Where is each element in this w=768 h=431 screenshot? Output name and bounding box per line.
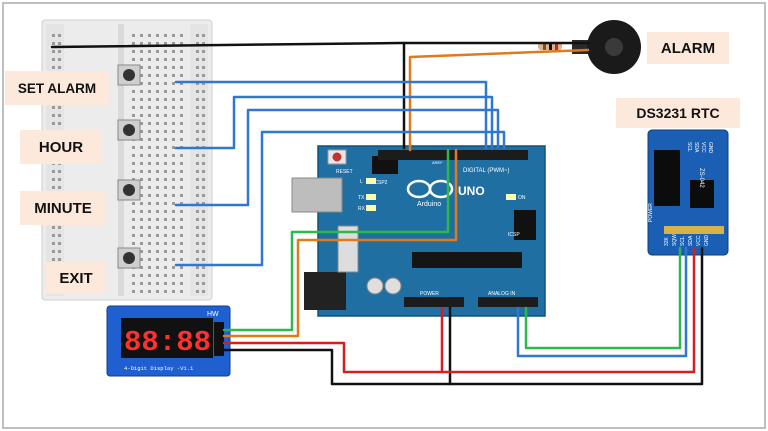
rtc-bottom-pin-label: VCC — [696, 235, 702, 246]
arduino-brand-label: Arduino — [417, 201, 441, 208]
capacitor-2 — [384, 277, 402, 295]
ds3231-rtc-module — [647, 129, 729, 256]
label-rtc: DS3231 RTC — [616, 98, 740, 128]
aref-label: AREF — [432, 160, 443, 165]
rtc-bottom-pin-label: SQW — [672, 234, 678, 246]
power-jack — [304, 272, 346, 310]
label-hour: HOUR — [20, 130, 102, 164]
wire-blue-hour — [174, 95, 494, 150]
led-l-label: L — [360, 179, 363, 185]
icsp-label: ICSP — [508, 232, 520, 238]
rtc-chip-label: ZS-042 — [698, 168, 704, 188]
wire-black-rtc-gnd — [448, 246, 704, 386]
capacitor-1 — [366, 277, 384, 295]
tm1637-display-module — [106, 305, 231, 377]
wire-blue-set-alarm — [174, 80, 488, 150]
analog-label: ANALOG IN — [488, 291, 516, 297]
label-minute: MINUTE — [20, 191, 106, 225]
usb-port — [291, 177, 343, 213]
buzzer — [572, 20, 641, 74]
label-set-alarm: SET ALARM — [5, 71, 109, 105]
power-label: POWER — [420, 291, 439, 297]
push-button-cap-2 — [123, 124, 135, 136]
wire-black-gnd-display — [222, 306, 452, 386]
reset-label: RESET — [336, 169, 353, 175]
label-exit: EXIT — [46, 262, 106, 294]
power-header — [404, 297, 464, 307]
led-rx-label: RX — [358, 206, 366, 212]
icsp2-label: ICSP2 — [373, 180, 388, 186]
arduino-logo-icon — [406, 179, 454, 199]
icsp-header — [514, 210, 536, 240]
digital-label: DIGITAL (PWM~) — [463, 168, 510, 174]
rtc-bottom-pin-label: 32K — [664, 236, 670, 246]
atmega-chip — [412, 252, 522, 268]
wire-orange-buzzer — [408, 48, 590, 152]
wire-orange-dio — [222, 148, 458, 338]
rtc-power-label: POWER — [648, 203, 654, 222]
icsp2-header — [372, 156, 398, 174]
digital-header — [378, 150, 528, 160]
push-buttons — [117, 64, 141, 269]
wire-blue-exit — [174, 130, 506, 267]
rtc-top-pin-label: SDA — [693, 142, 699, 153]
wire-black-buzzer — [50, 41, 590, 49]
analog-header — [478, 297, 538, 307]
led-tx-label: TX — [358, 195, 365, 201]
uno-label: UNO — [458, 184, 485, 198]
rtc-bottom-pin-label: SDA — [688, 235, 694, 246]
wire-red-rtc-vcc — [440, 246, 696, 374]
wire-green-clk — [222, 148, 450, 332]
rtc-top-pin-label: GND — [707, 142, 713, 154]
rtc-top-pin-label: VCC — [700, 142, 706, 153]
rtc-bottom-pin-label: SCL — [680, 236, 686, 246]
push-button-cap-3 — [123, 184, 135, 196]
display-digits: 88:88 — [124, 326, 211, 359]
on-label: ON — [518, 195, 526, 201]
wire-blue-scl — [516, 246, 688, 358]
push-button-cap-1 — [123, 69, 135, 81]
wire-red-vcc — [222, 306, 444, 374]
label-alarm: ALARM — [647, 32, 729, 64]
rtc-top-pin-label: SCL — [686, 142, 692, 152]
display-caption: 4-Digit Display -V1.1 — [124, 365, 194, 372]
wire-green-sda — [524, 246, 682, 350]
rtc-bottom-pin-label: GND — [704, 235, 710, 247]
wire-blue-minute — [174, 108, 500, 207]
wires — [50, 41, 704, 386]
push-button-cap-4 — [123, 252, 135, 264]
display-hw-label: HW — [207, 311, 219, 318]
